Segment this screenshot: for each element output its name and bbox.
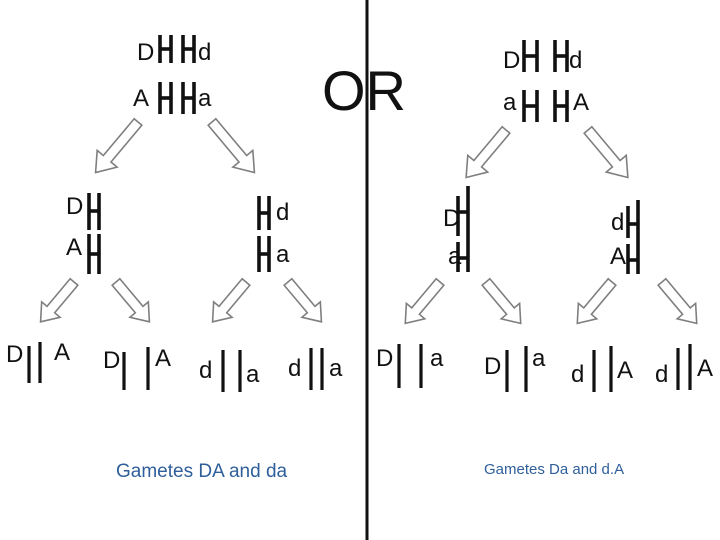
arrow [465, 125, 511, 179]
chromosome [626, 200, 640, 238]
allele-label: D [503, 47, 520, 74]
allele-label: A [133, 85, 149, 112]
arrow [39, 277, 79, 323]
allele-label: A [617, 357, 633, 384]
gamete: D a [484, 345, 546, 392]
allele-label: D [6, 341, 23, 368]
chromosome-pair [158, 35, 196, 63]
arrow [211, 277, 251, 323]
gamete: d A [655, 344, 713, 390]
allele-label: a [430, 345, 444, 372]
allele-label: A [573, 89, 589, 116]
allele-label: D [484, 353, 501, 380]
arrow [94, 117, 143, 174]
allele-label: d [611, 209, 624, 236]
right-cell-2: d A [610, 200, 640, 274]
allele-label: A [610, 243, 626, 270]
left-cell-2: d a [257, 196, 290, 272]
allele-label: a [276, 241, 290, 268]
left-parent-cell: D d A a [133, 35, 212, 114]
arrow [111, 277, 151, 323]
gamete: D A [6, 339, 70, 383]
allele-label: a [503, 89, 517, 116]
gamete: D A [103, 345, 171, 390]
allele-label: a [246, 361, 260, 388]
gamete: D a [376, 344, 444, 388]
chromosome [456, 236, 470, 272]
or-label: OR [322, 59, 406, 122]
gamete: d a [199, 350, 260, 392]
right-cell-1: D a [443, 186, 470, 272]
chromosome [257, 196, 271, 230]
arrow [481, 277, 522, 325]
chromosome [257, 236, 271, 272]
allele-label: A [66, 234, 82, 261]
allele-label: D [103, 347, 120, 374]
allele-label: d [199, 357, 212, 384]
chromosome [87, 193, 101, 230]
arrow [583, 125, 629, 179]
right-parent-cell: D d a A [503, 40, 589, 122]
left-caption: Gametes DA and da [116, 461, 288, 482]
chromosome [87, 234, 101, 274]
left-cell-1: D A [66, 193, 101, 274]
arrow [404, 277, 445, 325]
arrow [576, 277, 617, 325]
arrow [657, 277, 698, 325]
allele-label: D [376, 345, 393, 372]
allele-label: D [443, 205, 460, 232]
allele-label: d [276, 199, 289, 226]
allele-label: a [329, 355, 343, 382]
allele-label: a [198, 85, 212, 112]
allele-label: A [155, 345, 171, 372]
arrow [207, 117, 256, 174]
allele-label: D [66, 193, 83, 220]
allele-label: d [655, 361, 668, 388]
chromosome-pair [522, 40, 569, 72]
gamete: d A [571, 346, 633, 392]
right-caption: Gametes Da and d.A [484, 461, 624, 478]
allele-label: A [54, 339, 70, 366]
allele-label: D [137, 39, 154, 66]
allele-label: d [569, 47, 582, 74]
allele-label: d [571, 361, 584, 388]
arrow [283, 277, 323, 323]
allele-label: a [532, 345, 546, 372]
allele-label: d [198, 39, 211, 66]
gamete: d a [288, 348, 343, 390]
allele-label: d [288, 355, 301, 382]
allele-label: A [697, 355, 713, 382]
chromosome [626, 238, 640, 274]
chromosome [456, 186, 470, 236]
chromosome-pair [522, 90, 569, 122]
chromosome-pair [158, 82, 196, 114]
